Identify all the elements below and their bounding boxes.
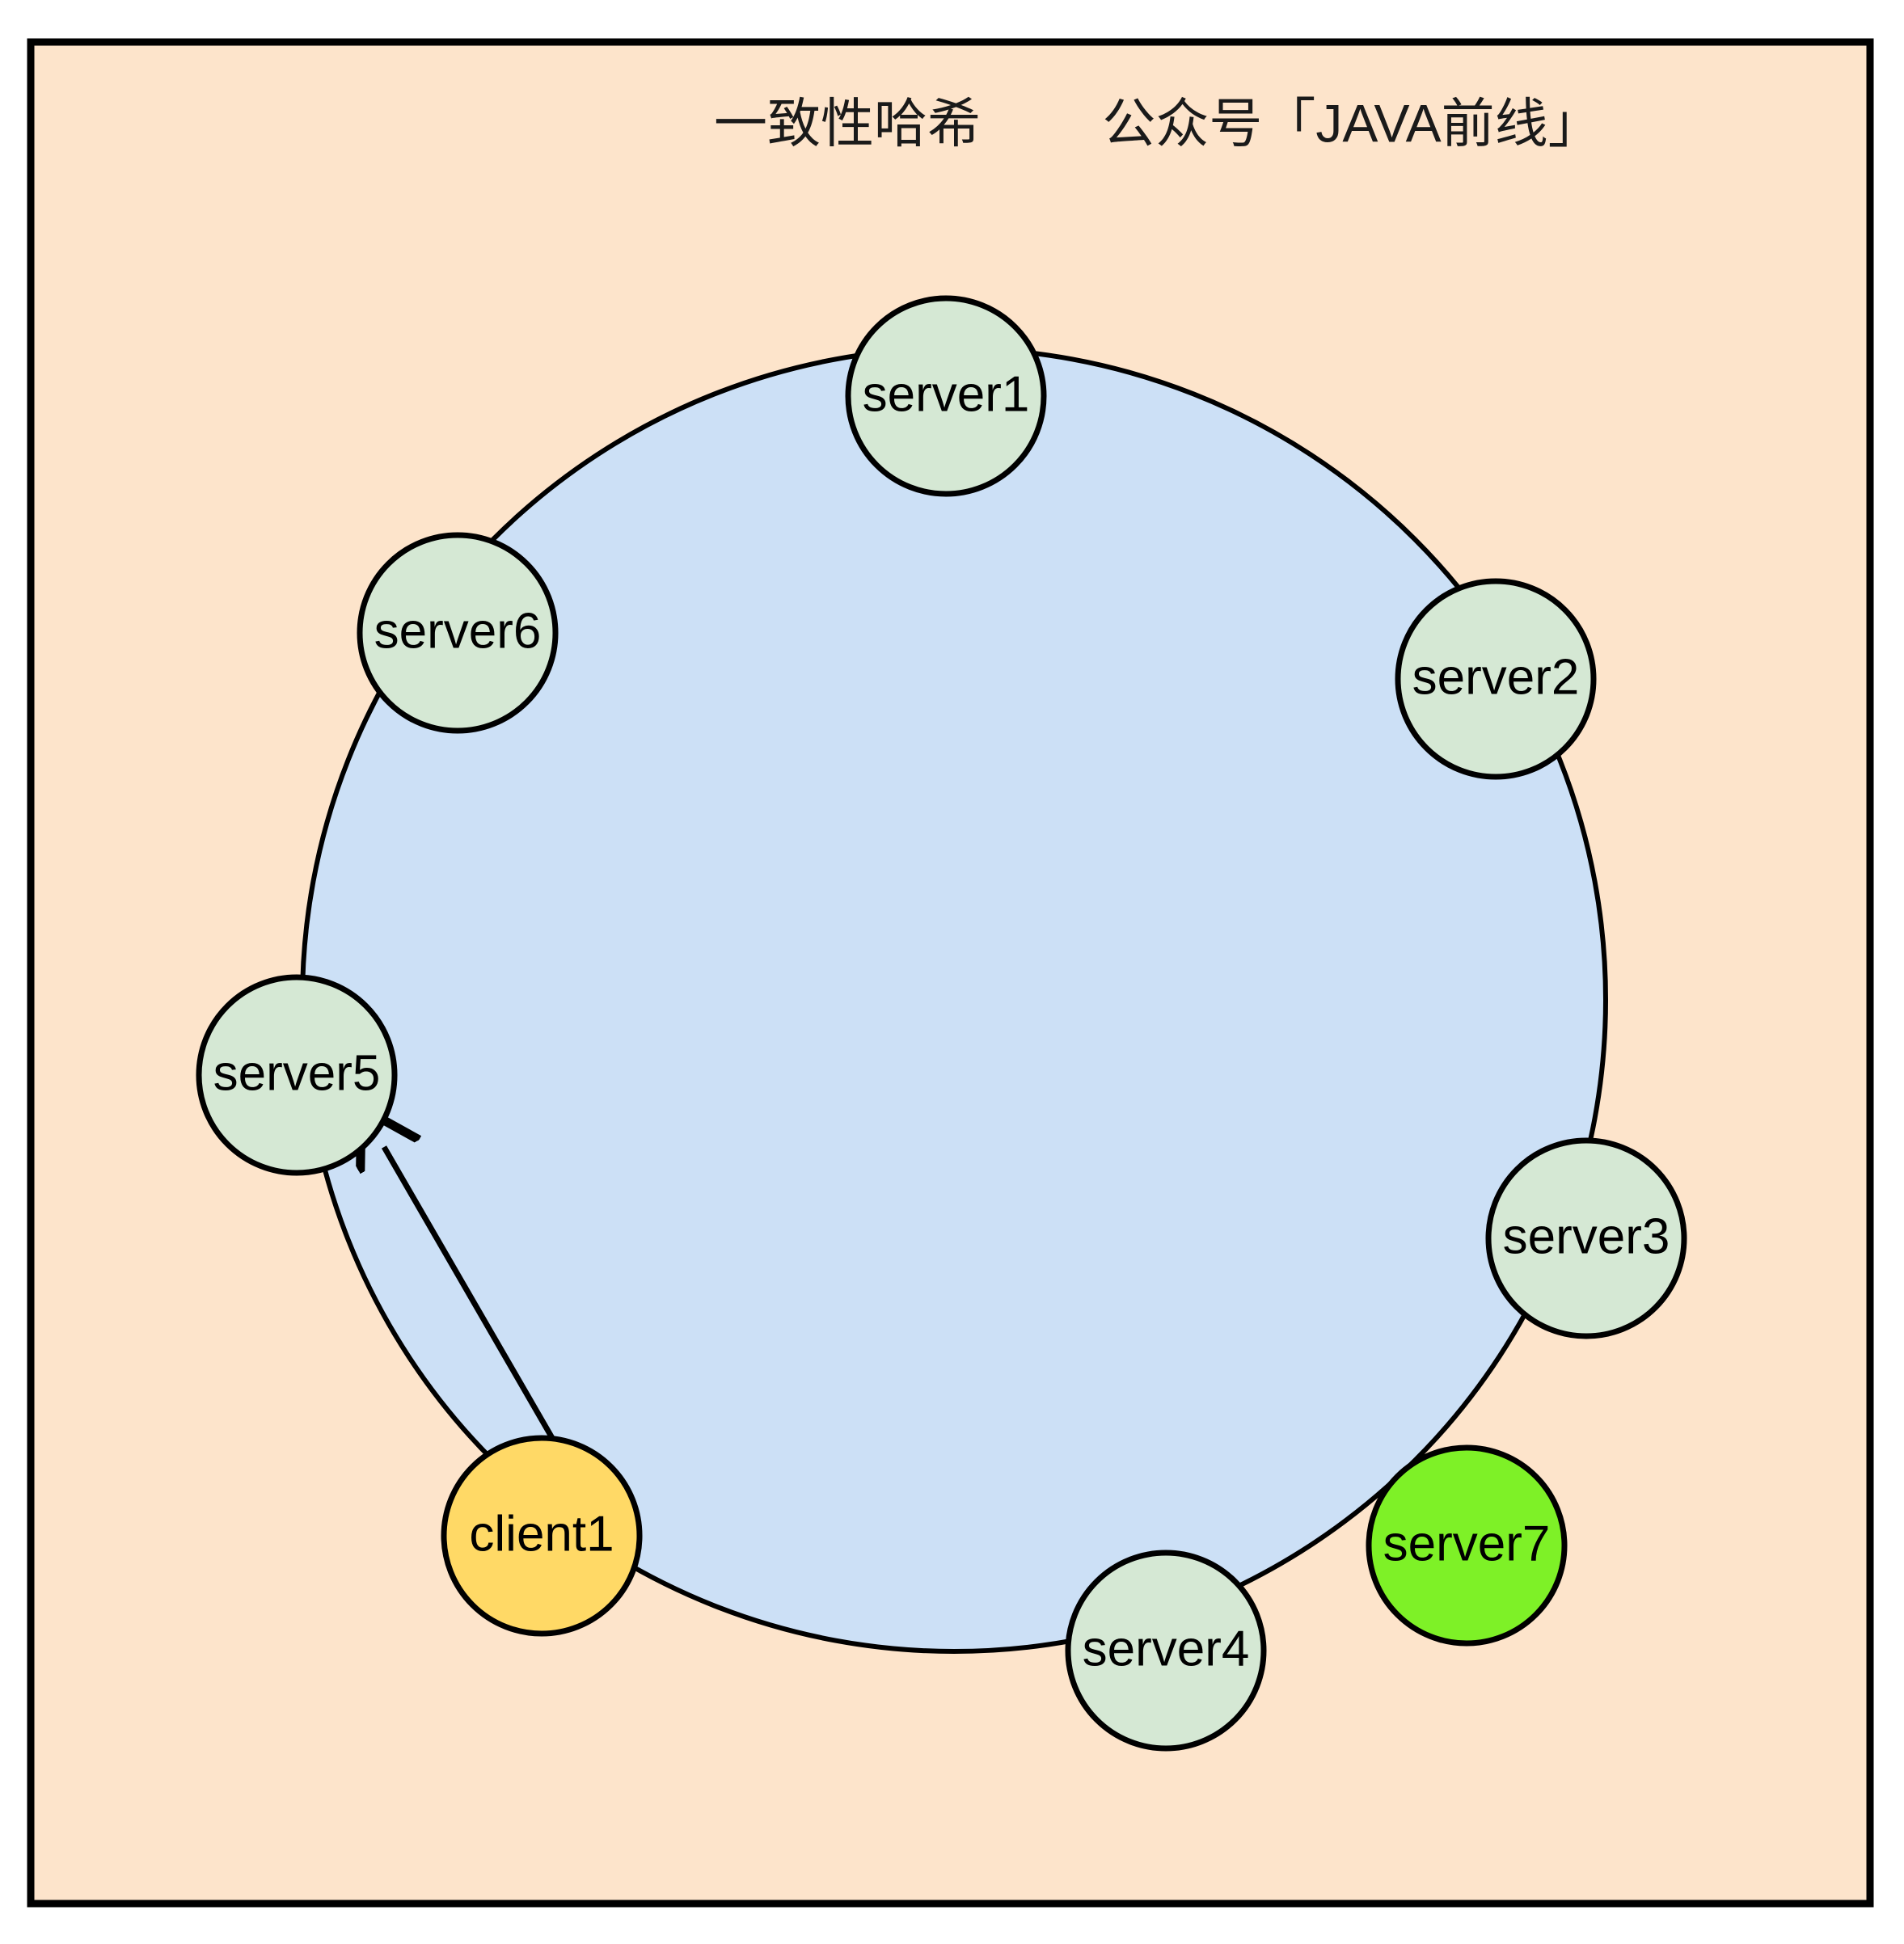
node-server6[interactable]: server6 xyxy=(357,532,559,734)
node-label-server5: server5 xyxy=(213,1045,381,1101)
node-label-server7: server7 xyxy=(1383,1516,1551,1571)
node-server7[interactable]: server7 xyxy=(1366,1444,1568,1647)
node-label-server3: server3 xyxy=(1503,1208,1670,1264)
node-circle-server1[interactable] xyxy=(845,295,1047,497)
node-circle-client1[interactable] xyxy=(441,1435,643,1637)
node-circle-server6[interactable] xyxy=(357,532,559,734)
node-server5[interactable]: server5 xyxy=(196,974,398,1176)
node-server4[interactable]: server4 xyxy=(1065,1550,1267,1752)
node-circle-server4[interactable] xyxy=(1065,1550,1267,1752)
edge-client1-to-server5 xyxy=(384,1147,555,1440)
node-server2[interactable]: server2 xyxy=(1395,578,1597,780)
node-label-client1: client1 xyxy=(469,1506,614,1562)
node-circle-server3[interactable] xyxy=(1485,1137,1687,1339)
node-label-server4: server4 xyxy=(1083,1621,1250,1676)
node-circle-server7[interactable] xyxy=(1366,1444,1568,1647)
node-circle-server2[interactable] xyxy=(1395,578,1597,780)
node-circle-server5[interactable] xyxy=(196,974,398,1176)
nodes-layer: server1 server2 server3 server7 server4 clien… xyxy=(196,295,1687,1752)
node-server3[interactable]: server3 xyxy=(1485,1137,1687,1339)
node-label-server2: server2 xyxy=(1412,649,1580,705)
edges-layer xyxy=(384,1147,555,1440)
node-label-server6: server6 xyxy=(374,603,542,659)
node-server1[interactable]: server1 xyxy=(845,295,1047,497)
node-label-server1: server1 xyxy=(863,366,1030,422)
node-client1[interactable]: client1 xyxy=(441,1435,643,1637)
watermark-label: 公众号「JAVA前线」 xyxy=(1102,93,1601,153)
page-title: 一致性哈希 xyxy=(714,93,981,153)
